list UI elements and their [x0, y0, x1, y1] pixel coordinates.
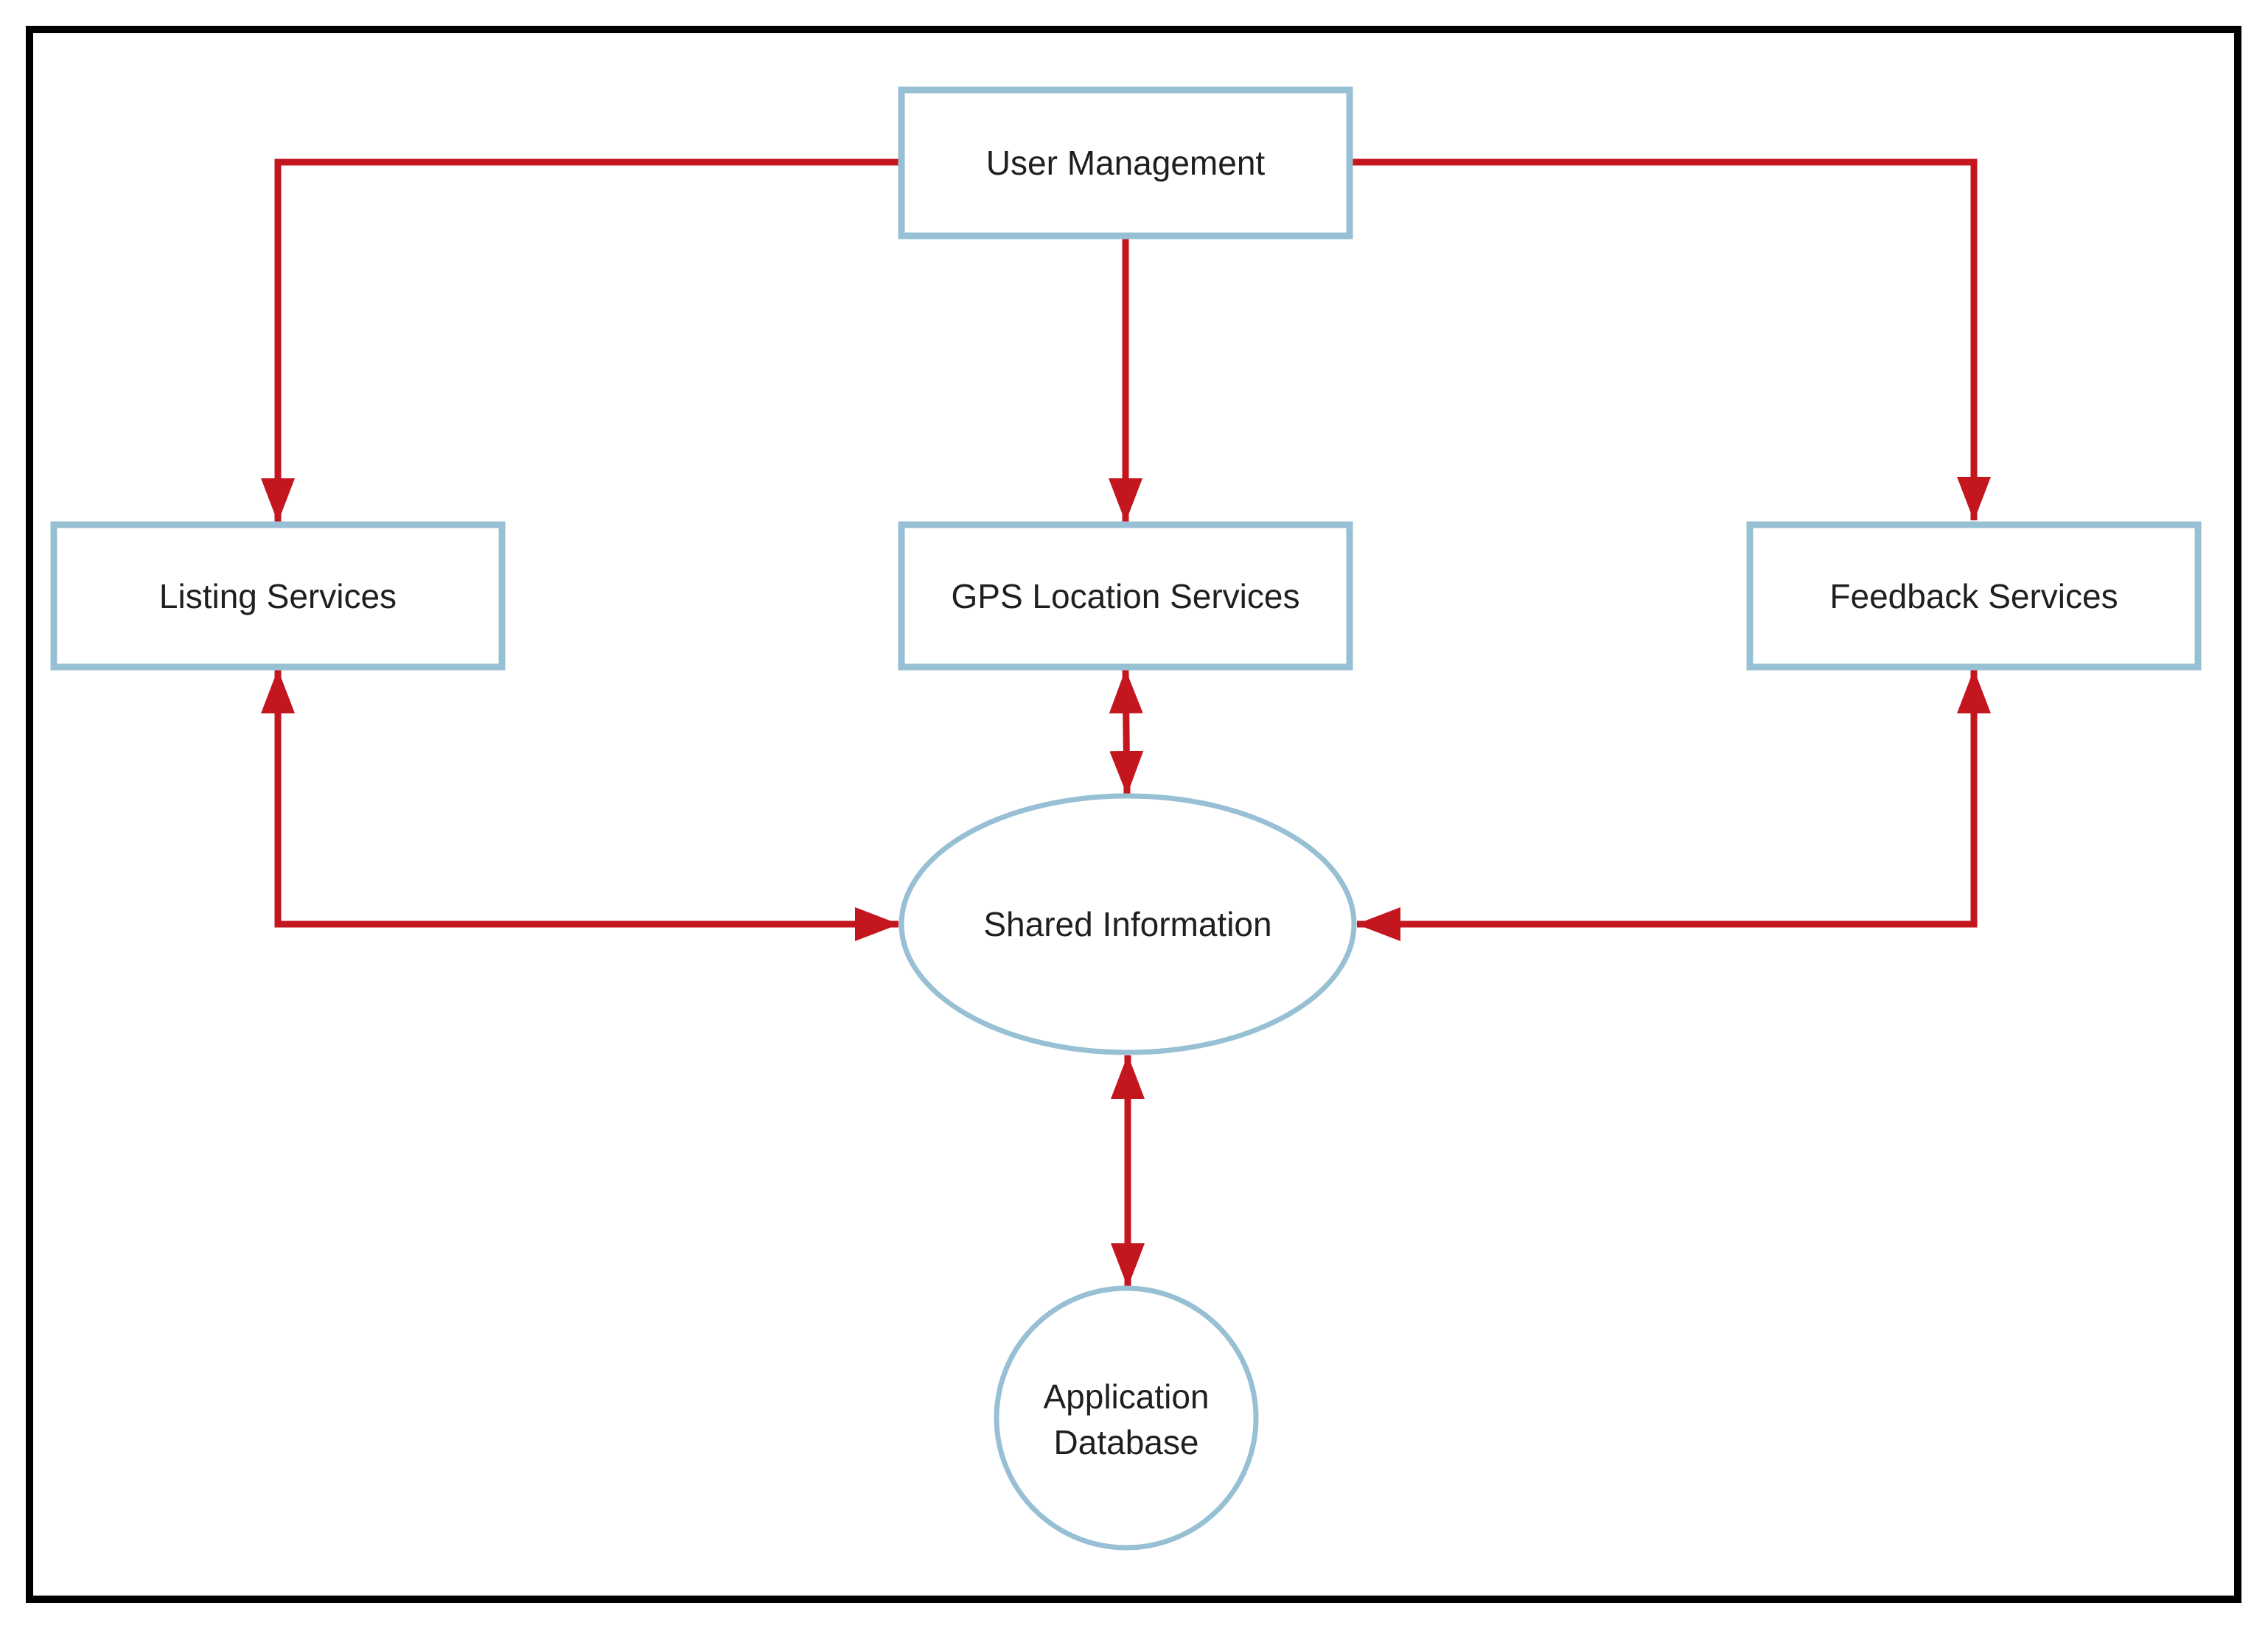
application-database-label-line2: Database — [1054, 1423, 1199, 1461]
connector-gps-sharedinformation — [1109, 669, 1144, 795]
connector-group — [261, 158, 1991, 1288]
connector-usermanagement-to-feedback — [1350, 158, 1991, 521]
user-management-label: User Management — [986, 144, 1266, 182]
feedback-services-box — [1746, 521, 2202, 671]
listing-services-box — [50, 521, 506, 671]
diagram-border — [26, 26, 2241, 1603]
gps-location-services-label: GPS Location Services — [951, 577, 1299, 615]
node-group — [50, 86, 2202, 1551]
feedback-services-label: Feedback Services — [1829, 577, 2118, 615]
connector-listing-sharedinformation — [261, 669, 899, 941]
gps-location-services-box — [898, 521, 1353, 671]
connector-feedback-sharedinformation — [1356, 669, 1991, 941]
application-database-label-line1: Application — [1043, 1377, 1209, 1416]
listing-services-label: Listing Services — [159, 577, 397, 615]
user-management-box — [898, 86, 1353, 240]
application-database-circle — [994, 1285, 1259, 1551]
shared-information-label: Shared Information — [983, 905, 1271, 943]
shared-information-ellipse — [899, 793, 1357, 1055]
connector-usermanagement-to-listing — [261, 158, 901, 523]
label-group: User Management Listing Services GPS Loc… — [159, 144, 2118, 1461]
